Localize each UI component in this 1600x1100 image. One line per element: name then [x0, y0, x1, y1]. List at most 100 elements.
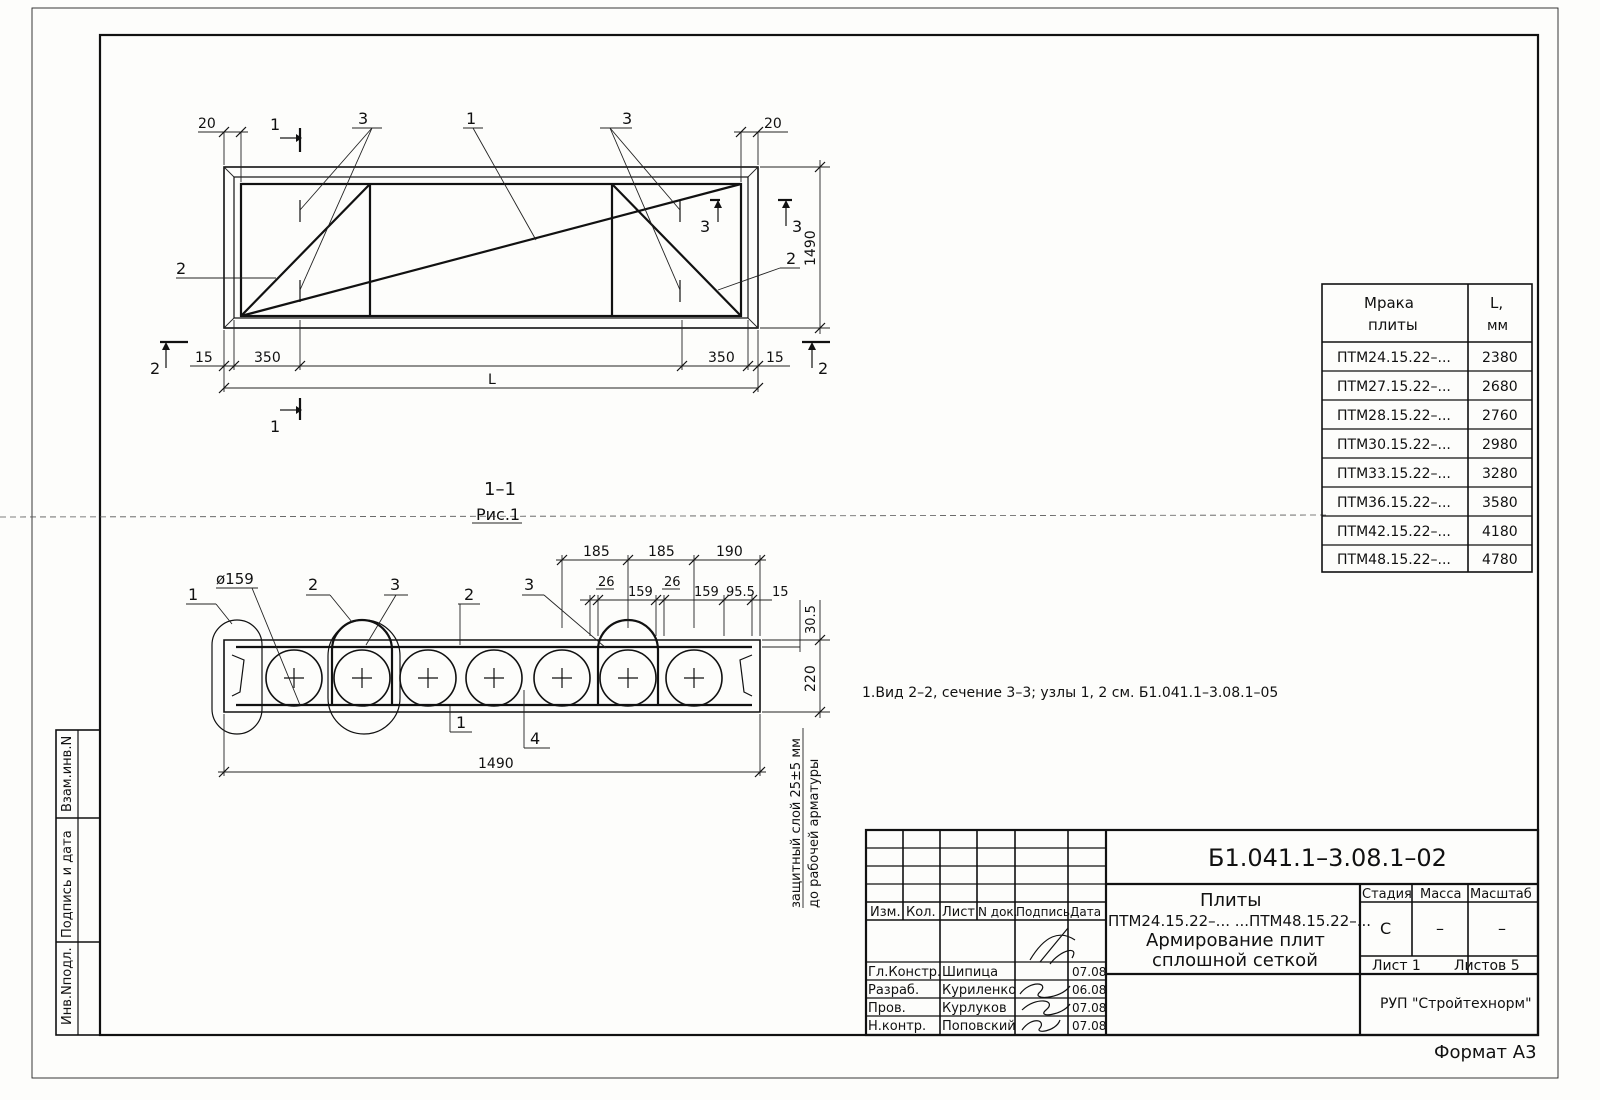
table-row-len: 3580 [1482, 495, 1518, 511]
section-dim-95: 95.5 [726, 585, 755, 600]
table-row-len: 2760 [1482, 408, 1518, 424]
plan-callout-2-right: 2 [786, 249, 796, 268]
section-mark-2-right: 2 [818, 359, 828, 378]
section-mark-2-left: 2 [150, 359, 160, 378]
section-mark-1-bottom: 1 [270, 417, 280, 436]
table-row-mark: ПТМ28.15.22–... [1337, 408, 1451, 424]
section-dim-26b: 26 [664, 575, 681, 590]
tb-title-1: Плиты [1200, 890, 1261, 911]
table-row-mark: ПТМ30.15.22–... [1337, 437, 1451, 453]
tb-doc-code: Б1.041.1–3.08.1–02 [1208, 844, 1447, 872]
table-row-len: 4780 [1482, 552, 1518, 568]
plan-dim-20-right: 20 [764, 116, 782, 132]
tb-role: Разраб. [868, 983, 919, 998]
tb-sheet: Лист 1 [1372, 958, 1421, 974]
table-row-mark: ПТМ33.15.22–... [1337, 466, 1451, 482]
table-row-mark: ПТМ27.15.22–... [1337, 379, 1451, 395]
plan-dim-20-left: 20 [198, 116, 216, 132]
table-header-len-1: L, [1490, 294, 1503, 312]
tb-name: Поповский [942, 1019, 1016, 1034]
cross-section: ø159 1 2 3 2 3 1 4 185 185 190 [186, 544, 830, 908]
table-row-mark: ПТМ48.15.22–... [1337, 552, 1451, 568]
tb-sheets: Листов 5 [1454, 958, 1520, 974]
tb-title-4: сплошной сеткой [1152, 950, 1318, 971]
stamp-inv-orig: Инв.Nподл. [60, 947, 75, 1025]
tb-mass-val: – [1436, 919, 1444, 938]
cover-note-line2: до рабочей арматуры [807, 759, 822, 908]
section-callout-4: 4 [530, 729, 540, 748]
table-row-len: 2680 [1482, 379, 1518, 395]
tb-hdr-date: Дата [1070, 905, 1101, 919]
sheet-frame [0, 7, 1559, 1079]
section-dim-15: 15 [772, 585, 789, 600]
tb-role: Пров. [868, 1001, 906, 1016]
tb-stage-hdr: Стадия [1362, 887, 1412, 902]
section-dim-185b: 185 [648, 544, 675, 560]
tb-stage-val: С [1380, 919, 1391, 938]
section-mark-3-inner: 3 [700, 217, 710, 236]
section-dim-159b: 159 [694, 585, 719, 600]
plan-dim-350-right: 350 [708, 350, 735, 366]
tb-hdr-kol: Кол. [906, 905, 936, 920]
plan-dim-350-left: 350 [254, 350, 281, 366]
section-dim-26a: 26 [598, 575, 615, 590]
section-dim-159a: 159 [628, 585, 653, 600]
plan-view: 3 1 3 2 2 1 1 2 2 3 3 [150, 109, 830, 436]
tb-org: РУП "Стройтехнорм" [1380, 996, 1532, 1012]
section-title: 1–1 [484, 479, 516, 500]
tb-mass-hdr: Масса [1420, 887, 1461, 902]
table-row-len: 2380 [1482, 350, 1518, 366]
section-callout-3-right: 3 [524, 575, 534, 594]
tb-title-2: ПТМ24.15.22–... ...ПТМ48.15.22–... [1108, 912, 1371, 930]
tb-date: 06.08 [1072, 983, 1106, 997]
section-dim-190: 190 [716, 544, 743, 560]
tb-date: 07.08 [1072, 965, 1106, 979]
table-row-mark: ПТМ42.15.22–... [1337, 524, 1451, 540]
tb-name: Курлуков [942, 1001, 1007, 1016]
tb-date: 07.08 [1072, 1019, 1106, 1033]
plan-dim-height: 1490 [803, 230, 819, 266]
section-dim-220: 220 [803, 665, 819, 692]
section-dim-diameter: ø159 [216, 570, 254, 588]
section-callout-1-bottom: 1 [456, 713, 466, 732]
plan-callout-3-right: 3 [622, 109, 632, 128]
plan-dim-15-left: 15 [195, 350, 213, 366]
section-callout-1-node: 1 [188, 585, 198, 604]
tb-name: Куриленко [942, 983, 1016, 998]
tb-hdr-ndok: N док. [978, 905, 1018, 919]
plan-callout-3-left: 3 [358, 109, 368, 128]
table-header-mark-2: плиты [1368, 316, 1418, 334]
table-row-len: 4180 [1482, 524, 1518, 540]
section-mark-1-top: 1 [270, 115, 280, 134]
format-label: Формат А3 [1434, 1042, 1537, 1063]
cover-note-line1: защитный слой 25±5 мм [789, 738, 804, 908]
tb-hdr-izm: Изм. [870, 905, 901, 920]
mark-table: Мрака плиты L, мм ПТМ24.15.22–... 2380 П… [1321, 283, 1533, 573]
section-dim-1490: 1490 [478, 756, 514, 772]
section-callout-3-left: 3 [390, 575, 400, 594]
table-row-mark: ПТМ36.15.22–... [1337, 495, 1451, 511]
signature-scribbles [1019, 927, 1076, 1032]
tb-role: Гл.Констр. [868, 965, 941, 980]
stamp-inv-repl: Взам.инв.N [60, 736, 75, 812]
plan-dim-15-right: 15 [766, 350, 784, 366]
tb-date: 07.08 [1072, 1001, 1106, 1015]
tb-hdr-sign: Подпись [1016, 905, 1070, 919]
section-mark-3-outer: 3 [792, 217, 802, 236]
plan-callout-1: 1 [466, 109, 476, 128]
plan-callout-2-left: 2 [176, 259, 186, 278]
tb-scale-val: – [1498, 919, 1506, 938]
table-row-len: 2980 [1482, 437, 1518, 453]
void-circles [265, 618, 723, 707]
table-header-mark-1: Мрака [1364, 294, 1414, 312]
general-note: 1.Вид 2–2, сечение 3–3; узлы 1, 2 см. Б1… [862, 685, 1278, 701]
section-callout-2-left: 2 [308, 575, 318, 594]
table-row-mark: ПТМ24.15.22–... [1337, 350, 1451, 366]
tb-role: Н.контр. [868, 1019, 926, 1034]
figure-caption: Рис.1 [476, 505, 520, 524]
table-row-len: 3280 [1482, 466, 1518, 482]
tb-scale-hdr: Масштаб [1470, 887, 1532, 902]
tb-hdr-list: Лист [942, 905, 975, 920]
stamp-sign-date: Подпись и дата [60, 830, 75, 938]
